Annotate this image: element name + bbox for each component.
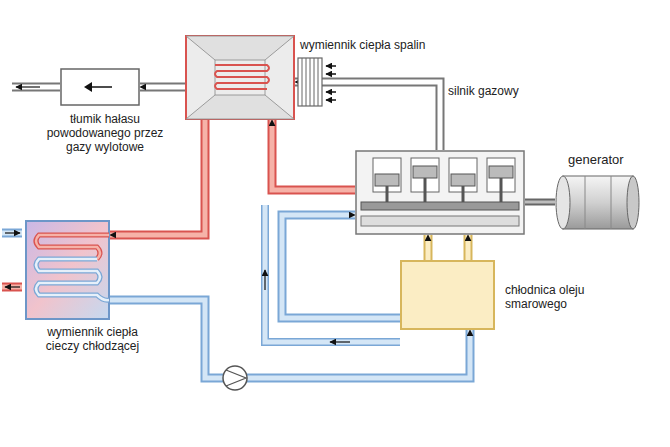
node-label: tłumik hałasu powodowanego przez gazy wy… xyxy=(45,112,165,154)
oil-cooler: chłodnica oleju smarowego xyxy=(400,260,495,330)
coolant-heat-exchanger: wymiennik ciepła cieczy chłodzącej xyxy=(25,220,110,320)
muffler-box: tłumik hałasu powodowanego przez gazy wy… xyxy=(60,68,140,106)
node-shape xyxy=(25,220,110,320)
exhaust-grille xyxy=(298,58,336,106)
node-shape xyxy=(355,150,525,235)
node-label: generator xyxy=(568,152,624,167)
pipe-core xyxy=(272,120,355,190)
external-water-pipes xyxy=(2,233,22,287)
pipe-core xyxy=(525,201,555,204)
node-label: wymiennik ciepła cieczy chłodzącej xyxy=(35,325,150,353)
node-label: wymiennik ciepła spalin xyxy=(300,38,425,52)
arrow-head xyxy=(428,235,429,260)
node-label: chłodnica oleju smarowego xyxy=(505,283,605,311)
pipe-connector xyxy=(468,235,469,260)
gas-engine: silnik gazowy xyxy=(355,150,525,235)
generator-cylinder: generator xyxy=(555,175,640,230)
pipe-wall xyxy=(272,120,355,190)
pipe-connector xyxy=(525,202,555,203)
pipe-core xyxy=(466,235,471,260)
arrow-head xyxy=(468,235,469,260)
exhaust-heat-exchanger: wymiennik ciepła spalin xyxy=(185,35,295,120)
node-shape xyxy=(400,260,495,330)
pipe-core xyxy=(140,85,185,90)
pipe-connector xyxy=(140,87,185,88)
node-shape xyxy=(60,68,140,106)
pipe-connector xyxy=(272,120,355,190)
arrow-head xyxy=(140,87,185,88)
exhaust-outlet xyxy=(12,87,60,88)
node-label: silnik gazowy xyxy=(448,84,519,98)
pipe-wall xyxy=(140,83,185,92)
node-shape xyxy=(555,175,640,230)
node-shape xyxy=(185,35,295,120)
pipe-wall xyxy=(464,235,473,260)
arrow-head xyxy=(272,120,355,190)
pipe-core xyxy=(426,235,431,260)
pipe-wall xyxy=(424,235,433,260)
pipe-connector xyxy=(428,235,429,260)
pipe-wall xyxy=(525,199,555,206)
pump-symbol xyxy=(223,366,247,390)
